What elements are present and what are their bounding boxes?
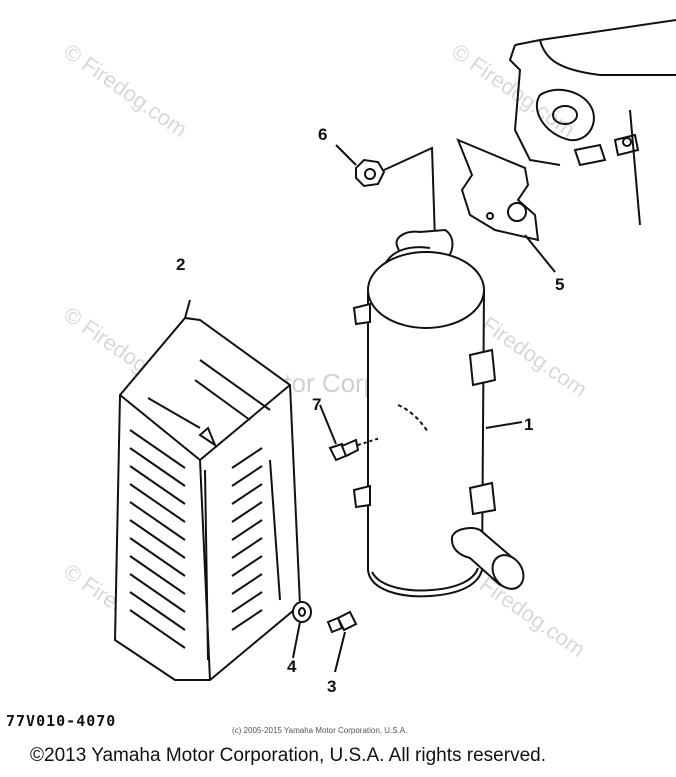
bolt-part-3 (326, 610, 358, 673)
washer-part-4 (292, 601, 312, 659)
callout-4: 4 (287, 657, 297, 676)
small-copyright-note: (c) 2005-2015 Yamaha Motor Corporation, … (232, 726, 408, 735)
callout-labels: 1 2 3 4 5 6 7 (176, 125, 564, 696)
callout-2: 2 (176, 255, 185, 274)
callout-3: 3 (327, 677, 336, 696)
gasket-part-5 (456, 138, 556, 273)
diagram-part-code: 77V010-4070 (6, 712, 117, 730)
bolt-part-7 (319, 404, 381, 462)
callout-6: 6 (318, 125, 327, 144)
callout-1: 1 (524, 415, 533, 434)
muffler-part-1 (352, 228, 525, 598)
watermark-top-left: © Firedog.com (59, 39, 192, 142)
nut-part-6 (335, 144, 436, 241)
copyright-footer: ©2013 Yamaha Motor Corporation, U.S.A. A… (30, 745, 546, 766)
callout-7: 7 (312, 395, 321, 414)
exploded-parts-diagram: © Firedog.com © Firedog.com © Firedog.co… (59, 19, 676, 696)
callout-5: 5 (555, 275, 564, 294)
heat-shield-part-2 (113, 299, 302, 681)
engine-block (508, 19, 676, 226)
shield-slots-left (129, 429, 186, 649)
shield-slots-right (231, 447, 263, 631)
